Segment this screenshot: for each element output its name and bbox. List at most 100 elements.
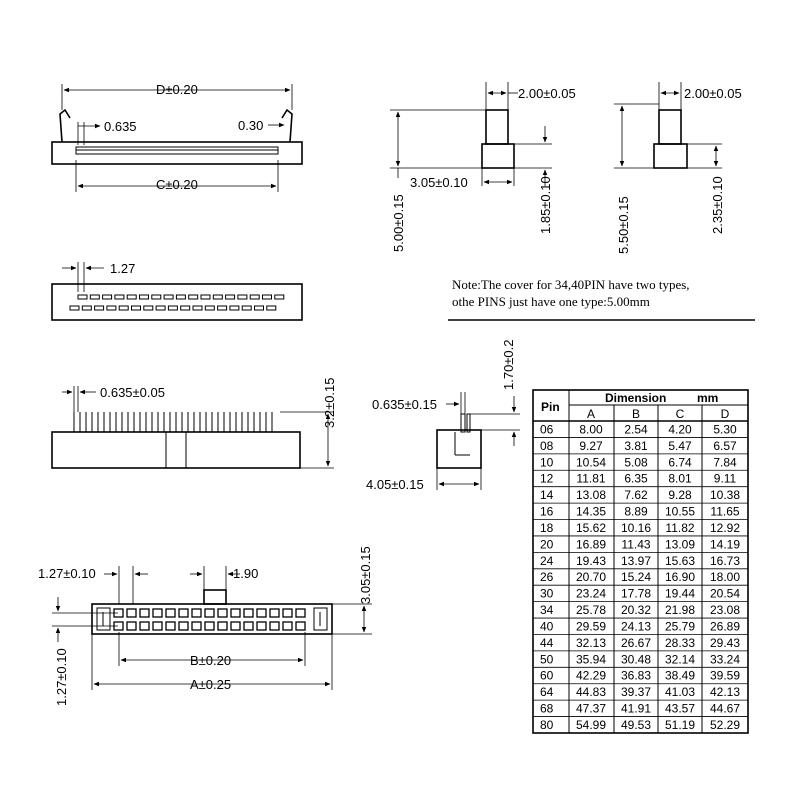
table-cell: 42.13	[710, 685, 740, 699]
table-header-dimension: Dimension	[605, 391, 666, 405]
table-cell-pin: 20	[540, 537, 554, 551]
table-cell: 44.83	[576, 685, 606, 699]
label-depth-405: 4.05±0.15	[366, 477, 424, 492]
label-key-190: 1.90	[233, 566, 258, 581]
slot	[143, 305, 154, 311]
slot	[180, 305, 191, 311]
slot	[254, 305, 264, 311]
table-cell: 13.97	[621, 554, 651, 568]
note-block: Note:The cover for 34,40PIN have two typ…	[448, 277, 755, 321]
label-pin-pitch: 0.635±0.05	[100, 385, 165, 400]
footprint-pin	[282, 621, 293, 631]
table-cell-pin: 14	[540, 488, 554, 502]
footprint-pin	[152, 608, 163, 618]
slot	[188, 294, 199, 300]
table-cell-pin: 34	[540, 603, 554, 617]
table-cell: 11.81	[576, 472, 605, 486]
table-cell: 9.27	[579, 439, 603, 453]
slot	[106, 305, 117, 311]
table-col-header: C	[676, 407, 685, 421]
slot	[274, 294, 285, 300]
table-cell: 19.43	[576, 554, 606, 568]
label-a-width: A±0.25	[190, 677, 231, 692]
table-cell: 7.84	[713, 455, 737, 469]
table-cell-pin: 18	[540, 521, 554, 535]
label-height-500: 5.00±0.15	[391, 194, 406, 252]
slot	[151, 294, 162, 300]
table-cell: 11.82	[665, 521, 694, 535]
table-cell: 11.43	[621, 537, 650, 551]
table-cell: 39.37	[621, 685, 651, 699]
slot	[225, 294, 236, 300]
top-cover-view: D±0.20 0.635 0.30 C±0.20	[51, 82, 303, 192]
table-cell: 32.13	[576, 636, 606, 650]
table-cell: 38.49	[665, 669, 695, 683]
table-cell: 11.65	[710, 505, 739, 519]
footprint-pin	[256, 608, 267, 618]
label-pitch-0635: 0.635	[104, 119, 137, 134]
slot	[192, 305, 203, 311]
slot	[204, 305, 215, 311]
table-cell: 35.94	[576, 652, 606, 666]
label-pitch-127-tol: 1.27±0.10	[38, 566, 96, 581]
slot-bottom-view: 1.27	[51, 261, 303, 321]
small-side-view: 0.635±0.15 1.70±0.2 4.05±0.15	[366, 339, 520, 492]
table-cell: 29.59	[576, 619, 606, 633]
footprint-pin	[295, 608, 306, 618]
table-cell: 33.24	[710, 652, 740, 666]
footprint-pin	[165, 621, 176, 631]
side-profile-500: 2.00±0.05 5.00±0.15 3.05±0.10 1.85±0.10	[390, 82, 576, 252]
table-cell: 23.08	[710, 603, 740, 617]
table-cell: 10.55	[665, 505, 695, 519]
table-header-pin: Pin	[541, 400, 560, 414]
table-cell: 10.38	[710, 488, 740, 502]
label-stem-width-1: 2.00±0.05	[518, 86, 576, 101]
footprint-pin	[269, 608, 280, 618]
slot	[94, 305, 105, 311]
footprint-pin	[126, 608, 137, 618]
label-pitch-127: 1.27	[110, 261, 135, 276]
slot	[167, 305, 178, 311]
slot	[139, 294, 149, 300]
table-cell: 41.91	[621, 702, 651, 716]
label-base-width: 3.05±0.10	[410, 175, 468, 190]
table-cell: 41.03	[665, 685, 695, 699]
label-c-width: C±0.20	[156, 177, 198, 192]
table-cell: 8.01	[668, 472, 692, 486]
table-cell: 4.20	[668, 422, 692, 436]
slot	[200, 294, 211, 300]
footprint-view: 1.27±0.10 1.90 3.05±0.15 1.27±0.10 B±0.2…	[38, 546, 373, 706]
table-cell: 5.08	[624, 455, 648, 469]
label-pin-width: 0.635±0.15	[372, 397, 437, 412]
footprint-pin	[165, 608, 176, 618]
table-cell: 14.19	[710, 537, 740, 551]
slot	[77, 294, 88, 300]
table-cell-pin: 68	[540, 702, 554, 716]
table-cell: 3.81	[624, 439, 648, 453]
slot	[89, 294, 100, 300]
footprint-pin-row-bottom	[113, 621, 306, 631]
footprint-pin	[269, 621, 280, 631]
table-cell: 16.90	[665, 570, 695, 584]
slot	[114, 294, 125, 300]
label-height-305: 3.05±0.15	[358, 546, 373, 604]
table-cell: 49.53	[621, 718, 651, 732]
footprint-pin	[152, 621, 163, 631]
label-height-550: 5.50±0.15	[616, 196, 631, 254]
table-cell: 6.35	[624, 472, 648, 486]
table-cell: 25.78	[576, 603, 606, 617]
table-cell: 43.57	[665, 702, 695, 716]
table-cell: 13.08	[576, 488, 606, 502]
slot	[237, 294, 248, 300]
slot	[266, 305, 277, 311]
footprint-pin	[217, 621, 228, 631]
